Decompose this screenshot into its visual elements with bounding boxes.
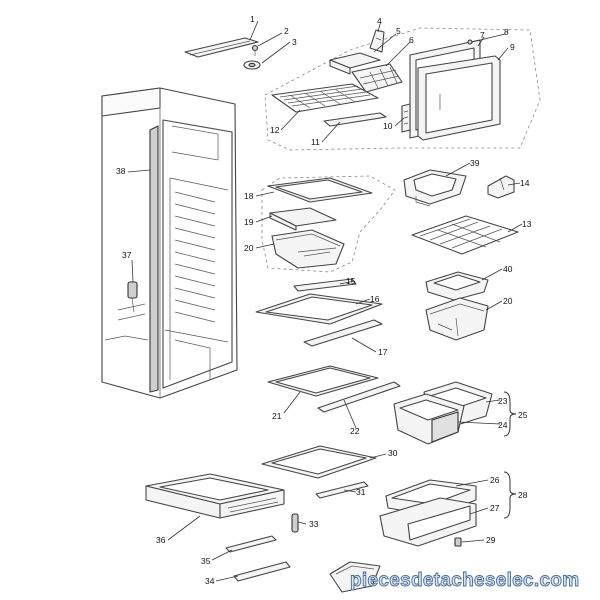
callout-20: 20 xyxy=(244,243,254,253)
callout-11: 11 xyxy=(311,137,320,147)
freezer-drawer-20 xyxy=(271,229,345,269)
callout-39: 39 xyxy=(470,158,480,168)
callout-5: 5 xyxy=(396,26,401,36)
wire-shelf-12 xyxy=(271,83,379,113)
callout-34: 34 xyxy=(205,576,215,586)
shelf-trim-15 xyxy=(293,278,357,292)
callout-35: 35 xyxy=(201,556,211,566)
brace-25 xyxy=(503,391,517,437)
door-bin-27 xyxy=(379,497,477,547)
watermark: piecesdetacheselec.com xyxy=(350,570,579,591)
callout-36: 36 xyxy=(156,535,166,545)
glass-shelf-21 xyxy=(267,365,379,397)
door-screw-8 xyxy=(467,39,473,45)
callout-15: 15 xyxy=(346,276,356,286)
callout-labels: 1 2 3 4 5 6 7 8 9 10 11 12 13 14 15 16 1… xyxy=(116,14,532,586)
door-stop-29 xyxy=(454,537,462,547)
egg-holder-4 xyxy=(369,29,385,53)
egg-tray-6 xyxy=(351,63,403,93)
callout-6: 6 xyxy=(409,35,414,45)
shelf-trim-17 xyxy=(303,319,383,347)
callout-4: 4 xyxy=(377,16,382,26)
callout-12: 12 xyxy=(270,125,280,135)
shelf-trim-11 xyxy=(323,112,387,127)
callout-17: 17 xyxy=(378,347,388,357)
callout-25: 25 xyxy=(518,410,528,420)
glass-shelf-13 xyxy=(411,215,519,255)
callout-10: 10 xyxy=(383,121,393,131)
vegetable-drawer-24 xyxy=(393,393,465,445)
callout-2: 2 xyxy=(284,26,289,36)
callout-1: 1 xyxy=(250,14,255,24)
callout-27: 27 xyxy=(490,503,500,513)
shelf-trim-31 xyxy=(315,481,369,499)
top-hinge-1 xyxy=(184,37,259,58)
callout-19: 19 xyxy=(244,217,254,227)
callout-9: 9 xyxy=(510,42,515,52)
crisper-drawer-bottom xyxy=(329,561,381,593)
callout-18: 18 xyxy=(244,191,254,201)
callout-16: 16 xyxy=(370,294,380,304)
shelf-trim-22 xyxy=(317,381,401,413)
cabinet-body xyxy=(101,87,238,399)
callout-22: 22 xyxy=(350,426,360,436)
freezer-lid-19 xyxy=(269,207,337,231)
butter-lid-5 xyxy=(329,52,381,75)
cabinet-shelf-rails xyxy=(174,191,216,323)
callout-29: 29 xyxy=(486,535,496,545)
hinge-pin-33 xyxy=(291,513,299,533)
callout-24: 24 xyxy=(498,420,508,430)
lamp-cover-14 xyxy=(487,175,515,199)
crisper-lid-40 xyxy=(425,271,489,301)
callout-30: 30 xyxy=(388,448,398,458)
callout-3: 3 xyxy=(292,37,297,47)
callout-31: 31 xyxy=(356,487,366,497)
thermostat-37 xyxy=(117,281,146,321)
callout-20b: 20 xyxy=(503,296,513,306)
kick-plate-34 xyxy=(233,561,291,582)
callout-37: 37 xyxy=(122,250,132,260)
callout-14: 14 xyxy=(520,178,530,188)
leader-lines xyxy=(127,20,523,582)
callout-26: 26 xyxy=(490,475,500,485)
door-gasket-38 xyxy=(149,125,159,393)
brace-28 xyxy=(503,471,517,519)
freezer-door-9 xyxy=(417,55,501,141)
callout-7: 7 xyxy=(480,30,485,40)
callout-21: 21 xyxy=(272,411,282,421)
crisper-drawer-20b xyxy=(425,297,489,341)
crisper-frame-36 xyxy=(145,473,285,519)
callout-38: 38 xyxy=(116,166,126,176)
callout-40: 40 xyxy=(503,264,513,274)
ice-tray-39 xyxy=(403,169,467,207)
door-group-outline xyxy=(264,27,541,151)
glass-shelf-30 xyxy=(261,445,377,479)
freezer-shelf-18 xyxy=(267,177,373,203)
callout-23: 23 xyxy=(498,396,508,406)
callout-33: 33 xyxy=(309,519,319,529)
callout-8: 8 xyxy=(504,27,509,37)
callout-28: 28 xyxy=(518,490,528,500)
hinge-screw-2 xyxy=(251,44,259,56)
hinge-washer-3 xyxy=(243,60,261,70)
glass-shelf-16 xyxy=(255,293,383,325)
foot-cover-35 xyxy=(225,535,277,553)
callout-13: 13 xyxy=(522,219,532,229)
door-hinge-10 xyxy=(401,103,411,133)
